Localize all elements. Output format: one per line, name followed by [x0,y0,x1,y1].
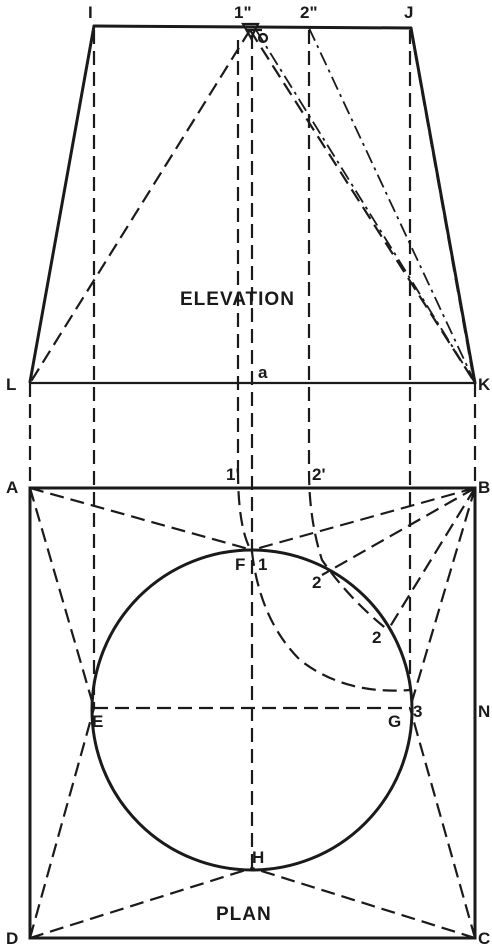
plan-view [28,486,477,940]
label-a-lower: a [258,363,268,382]
j-to-k-inner-line [409,29,474,371]
label-2-lower: 2 [372,628,381,647]
projector-2-curve [307,30,389,631]
label-e: E [92,712,103,731]
label-h: H [252,848,264,867]
apex-detail-mark [241,22,262,41]
line-c-h [251,866,476,940]
left-slant-edge [28,24,96,384]
label-1: 1 [258,555,267,574]
label-k: K [478,375,491,394]
labels: ELEVATION PLAN I 1" 2" J L a K A 1' 2' B… [6,3,491,947]
title-plan: PLAN [216,904,272,925]
line-c-g [408,707,477,939]
line-b-2 [321,487,476,576]
elevation-view [28,22,477,385]
top-edge [92,24,413,30]
line-a-f [29,486,253,552]
label-g: G [388,712,401,731]
label-1-double-prime: 1" [234,3,252,22]
label-l: L [6,375,16,394]
label-2-double-prime: 2" [300,3,318,22]
projectors [28,30,477,870]
title-elevation: ELEVATION [180,289,295,310]
apex-detail-circle [257,32,269,44]
label-a: A [6,478,18,497]
line-b-f [251,486,476,552]
projector-1-curve [236,469,411,692]
label-d: D [6,929,18,947]
line-d-e [28,707,96,939]
label-2-prime: 2' [312,465,326,484]
plan-square [28,486,477,940]
label-i: I [88,3,93,22]
line-a-e [28,487,96,709]
label-f: F [235,555,245,574]
line-d-h [29,866,253,940]
label-2-upper: 2 [312,573,321,592]
label-j: J [404,3,413,22]
label-1-prime: 1' [226,465,240,484]
point-2-to-k-line [308,27,476,384]
label-3: 3 [413,702,422,721]
label-b: B [478,478,490,497]
label-c: C [478,929,490,947]
label-n: N [478,702,490,721]
apex-to-l-line [29,29,251,384]
line-b-g [408,487,477,709]
line-b-2b [387,487,476,631]
